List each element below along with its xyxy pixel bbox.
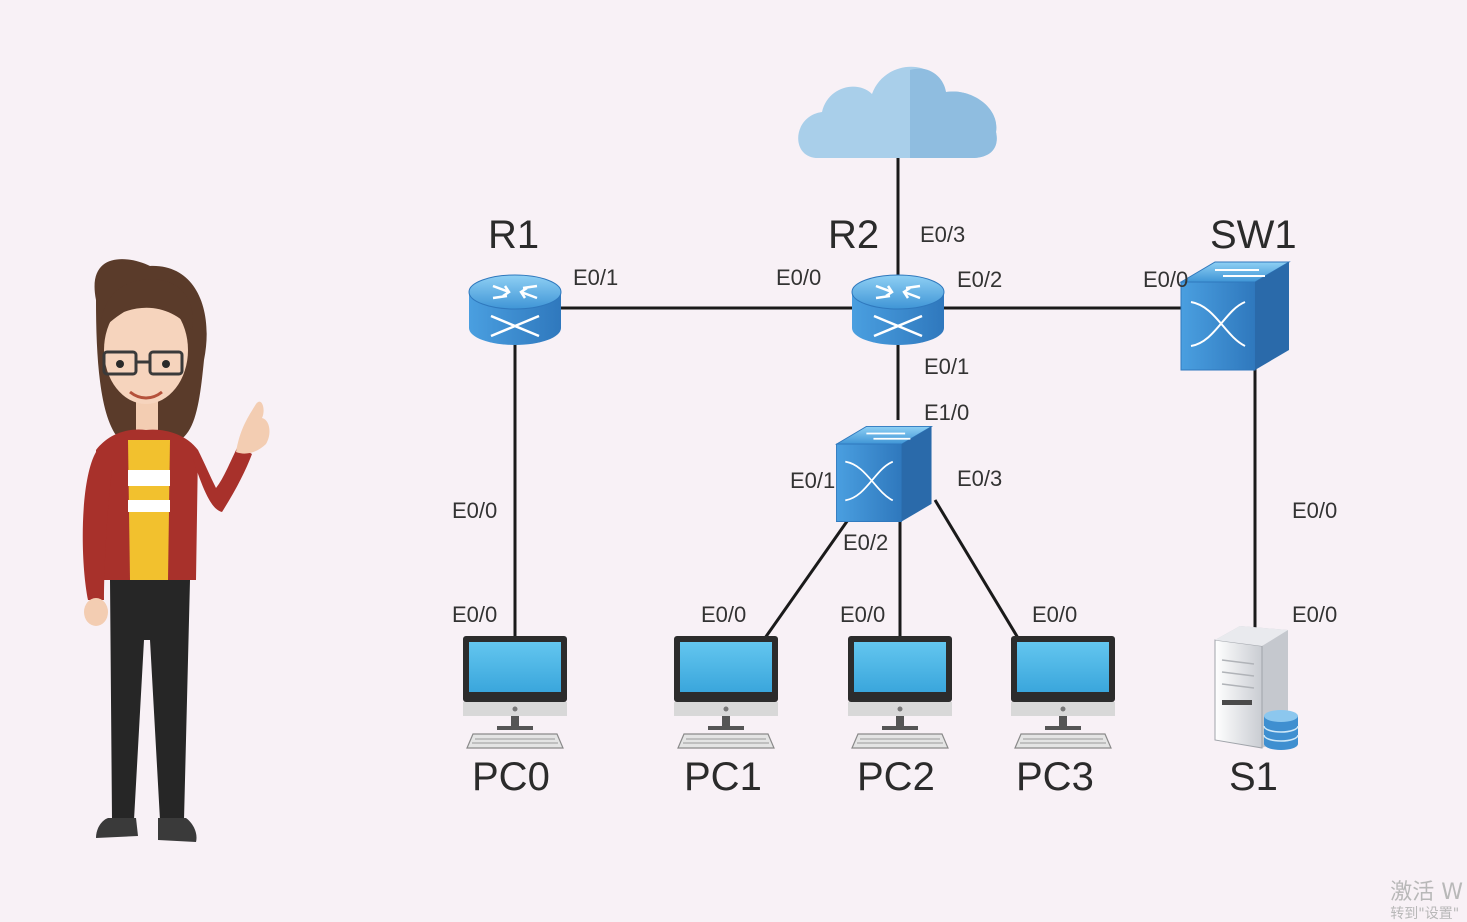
port-labels: E0/1 E0/0 E0/3 E0/2 E0/0 E0/1 E1/0 E0/1 … (452, 222, 1337, 627)
port-label: E0/1 (573, 265, 618, 290)
port-label: E0/0 (1143, 267, 1188, 292)
pc0-label: PC0 (472, 755, 550, 799)
port-label: E0/0 (452, 602, 497, 627)
port-label: E0/1 (790, 468, 835, 493)
port-label: E1/0 (924, 400, 969, 425)
sw1-label: SW1 (1210, 213, 1297, 257)
pc-pc2[interactable] (847, 635, 953, 749)
port-label: E0/0 (1292, 498, 1337, 523)
port-label: E0/0 (840, 602, 885, 627)
watermark-line-1: 激活 W (1390, 880, 1463, 905)
pc-pc0[interactable] (462, 635, 568, 749)
port-label: E0/2 (843, 530, 888, 555)
port-label: E0/0 (1032, 602, 1077, 627)
switch-icon (835, 425, 933, 523)
server-icon (1214, 626, 1299, 750)
port-label: E0/0 (701, 602, 746, 627)
pc1-label: PC1 (684, 755, 762, 799)
desktop-pc-icon (847, 635, 953, 749)
pc-pc3[interactable] (1010, 635, 1116, 749)
server-s1[interactable] (1214, 626, 1299, 750)
network-links (513, 155, 1257, 640)
watermark-line-2: 转到"设置" (1390, 906, 1460, 922)
r2-label: R2 (828, 213, 879, 257)
switch-sw1[interactable] (1180, 261, 1290, 371)
port-label: E0/0 (1292, 602, 1337, 627)
database-icon (1263, 710, 1299, 750)
desktop-pc-icon (462, 635, 568, 749)
desktop-pc-icon (1010, 635, 1116, 749)
port-label: E0/3 (957, 466, 1002, 491)
desktop-pc-icon (673, 635, 779, 749)
pc-pc1[interactable] (673, 635, 779, 749)
switch-icon (1180, 261, 1290, 371)
pc2-label: PC2 (857, 755, 935, 799)
port-label: E0/3 (920, 222, 965, 247)
port-label: E0/1 (924, 354, 969, 379)
port-label: E0/0 (452, 498, 497, 523)
router-icon (850, 273, 946, 347)
switch-center[interactable] (835, 425, 933, 523)
node-labels: R1 R2 SW1 PC0 PC1 PC2 PC3 S1 (472, 213, 1297, 799)
presenter-woman-icon (82, 259, 270, 842)
link-switch-pc1 (763, 499, 864, 639)
link-switch-pc3 (933, 499, 1020, 639)
pc3-label: PC3 (1016, 755, 1094, 799)
port-label: E0/0 (776, 265, 821, 290)
r1-label: R1 (488, 213, 539, 257)
router-r2[interactable] (850, 273, 946, 347)
cloud-icon (798, 66, 997, 158)
port-label: E0/2 (957, 267, 1002, 292)
s1-label: S1 (1229, 755, 1278, 799)
router-icon (467, 273, 563, 347)
router-r1[interactable] (467, 273, 563, 347)
